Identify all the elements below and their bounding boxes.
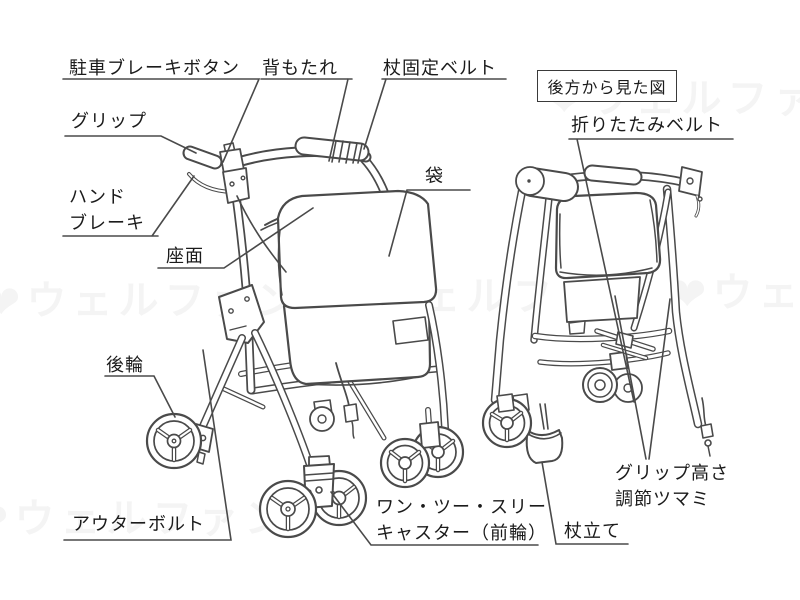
rear-view-figure — [481, 164, 714, 464]
right-rear-wheels — [379, 407, 465, 489]
label-grip-height-line2: 調節ツマミ — [615, 489, 710, 509]
label-folding-belt: 折りたたみベルト — [571, 115, 723, 135]
label-hand-brake-line1: ハンド — [69, 187, 126, 207]
rear-view-caption-text: 後方から見た図 — [547, 80, 667, 97]
rear-view-caster-wheel — [582, 367, 618, 403]
watermark-text: ウェルファン — [14, 497, 291, 541]
label-bag: 袋 — [425, 166, 444, 186]
label-hand-brake: ハンド ブレーキ — [69, 184, 145, 236]
label-seat: 座面 — [166, 246, 204, 266]
rear-view-caption-box: 後方から見た図 — [537, 70, 677, 102]
label-front-caster-line1: ワン・ツー・スリー — [376, 497, 547, 517]
heart-logo-icon: ❤ — [0, 276, 21, 328]
label-grip-height-knob: グリップ高さ 調節ツマミ — [615, 460, 729, 512]
cane-stand-cup — [525, 403, 564, 464]
label-grip-height-line1: グリップ高さ — [615, 463, 729, 483]
watermark-text: ウェルファン — [712, 271, 800, 315]
grip-and-brake — [182, 142, 287, 273]
label-front-caster: ワン・ツー・スリー キャスター（前輪） — [376, 494, 547, 546]
label-parking-brake-button: 駐車ブレーキボタン — [69, 58, 240, 78]
label-grip: グリップ — [71, 111, 147, 131]
callout-leader-lines — [62, 78, 734, 546]
label-cane-stand: 杖立て — [564, 521, 621, 541]
label-hand-brake-line2: ブレーキ — [69, 213, 145, 233]
label-rear-wheel: 後輪 — [106, 355, 144, 375]
rear-wheel — [145, 412, 203, 470]
front-caster — [258, 455, 368, 539]
label-outer-bolt: アウターボルト — [72, 514, 205, 534]
folding-belt-strap — [594, 328, 656, 361]
main-figure — [145, 136, 465, 539]
watermark: ❤ウェルファン — [0, 486, 291, 547]
label-front-caster-line2: キャスター（前輪） — [376, 523, 547, 543]
label-backrest: 背もたれ — [262, 58, 338, 78]
right-leg-clip — [700, 397, 714, 457]
rear-view-caster-wheel — [613, 373, 643, 403]
rear-view-rear-wheel — [481, 393, 533, 449]
heart-logo-icon: ❤ — [0, 494, 9, 546]
bag-shape — [276, 189, 438, 386]
label-cane-fixing-belt: 杖固定ベルト — [383, 58, 497, 78]
